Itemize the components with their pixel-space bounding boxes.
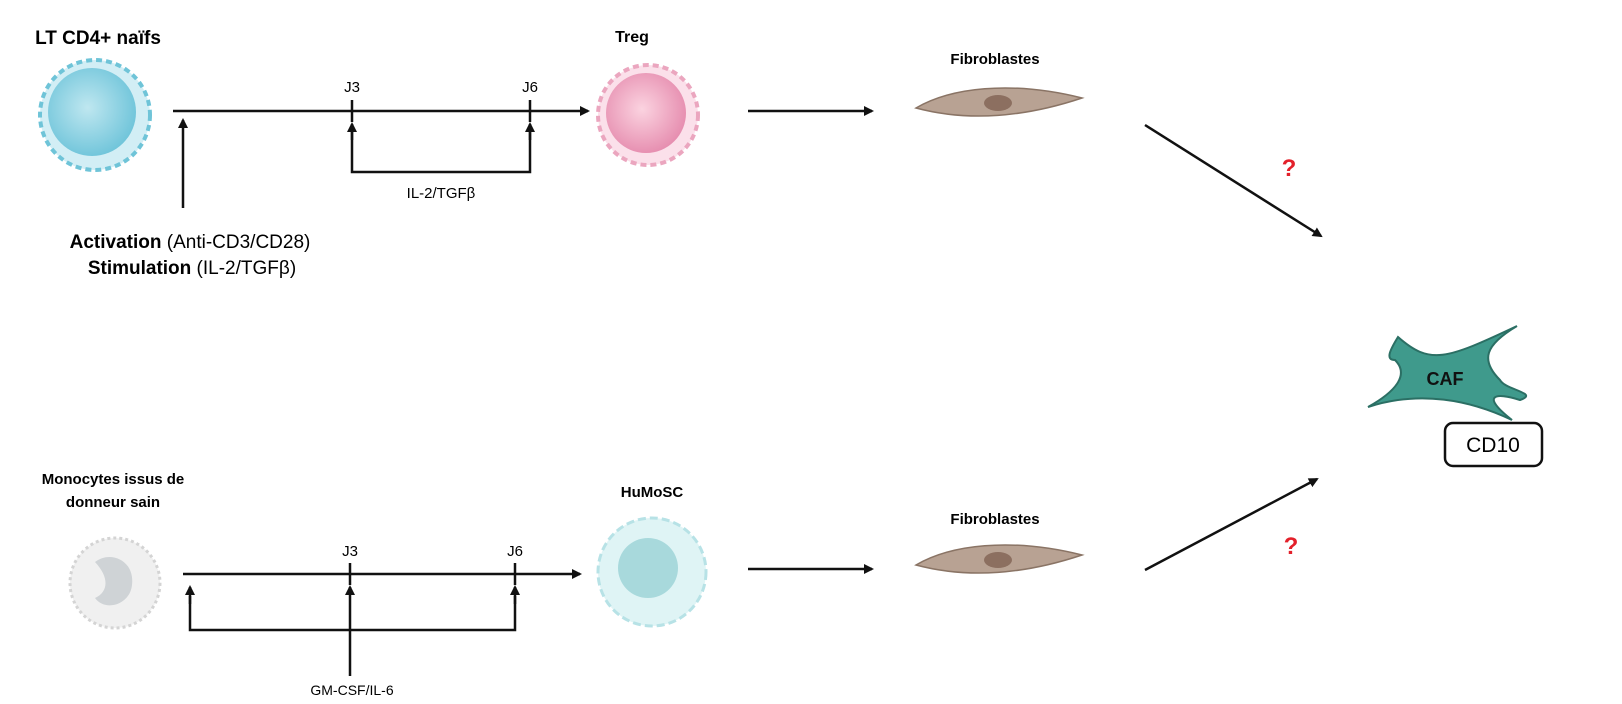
caf-cell-icon: CAF xyxy=(1367,325,1528,421)
bottom-fibroblast-icon xyxy=(914,544,1085,574)
monocyte-cell-icon xyxy=(68,536,162,630)
humosc-label: HuMoSC xyxy=(621,484,684,501)
top-question-mark: ? xyxy=(1282,155,1297,182)
humosc-cell-icon xyxy=(596,516,708,628)
bottom-fibro-label: Fibroblastes xyxy=(950,511,1039,528)
top-fibroblast-icon xyxy=(914,87,1085,117)
activation-text: Activation (Anti-CD3/CD28) xyxy=(70,232,311,253)
bottom-to-caf-arrow xyxy=(1144,477,1319,572)
top-fibro-label: Fibroblastes xyxy=(950,51,1039,68)
lt-cd4-label: LT CD4+ naïfs xyxy=(35,28,161,49)
top-to-caf-arrow xyxy=(1144,123,1323,238)
monocytes-label-line2: donneur sain xyxy=(66,494,160,511)
bottom-bracket-label: GM-CSF/IL-6 xyxy=(310,682,393,698)
cd10-label: CD10 xyxy=(1466,434,1520,457)
bottom-j3-label: J3 xyxy=(342,543,358,560)
bottom-question-mark: ? xyxy=(1284,533,1299,560)
top-bracket-label: IL-2/TGFβ xyxy=(407,185,476,202)
stimulation-text: Stimulation (IL-2/TGFβ) xyxy=(88,258,296,279)
treg-cell-icon xyxy=(596,63,700,167)
bottom-bracket xyxy=(188,596,517,632)
bottom-j6-label: J6 xyxy=(507,543,523,560)
cd10-box xyxy=(1443,421,1544,468)
lt-cd4-cell-icon xyxy=(38,58,152,172)
caf-label: CAF xyxy=(1427,369,1464,389)
top-j3-label: J3 xyxy=(344,79,360,96)
top-j6-label: J6 xyxy=(522,79,538,96)
monocytes-label-line1: Monocytes issus de xyxy=(42,471,185,488)
treg-label: Treg xyxy=(615,29,649,46)
top-bracket xyxy=(350,130,532,174)
